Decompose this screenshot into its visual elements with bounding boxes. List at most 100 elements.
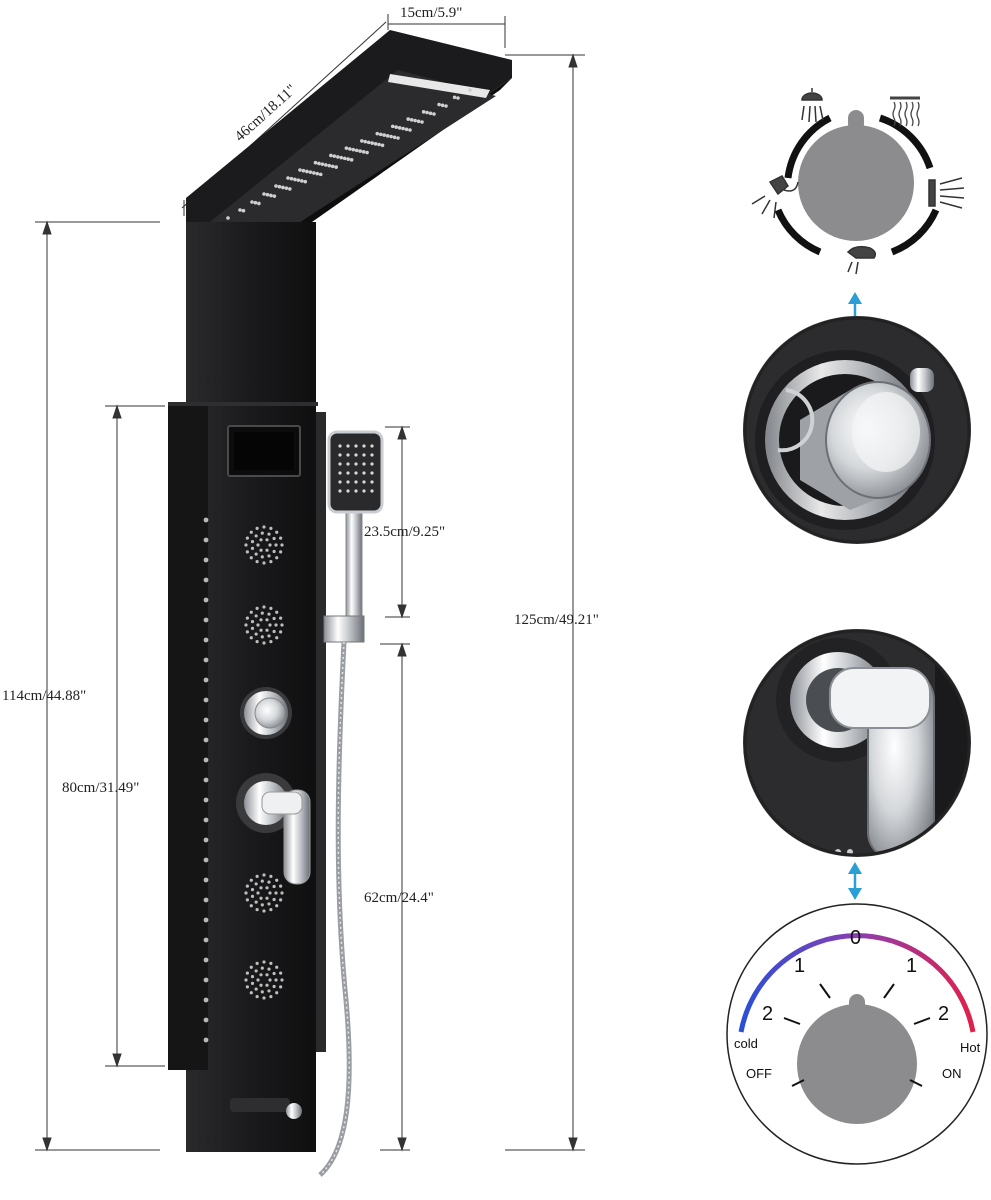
nozzle-dot — [265, 973, 269, 977]
nozzle-dot — [256, 623, 260, 627]
nozzle-dot — [370, 444, 374, 448]
dimension-panel-height: 114cm/44.88" — [2, 688, 86, 704]
nozzle-dot — [363, 139, 368, 144]
nozzle-dot — [346, 489, 350, 493]
nozzle-dot — [338, 453, 342, 457]
nozzle-dot — [406, 117, 410, 121]
nozzle-dot — [348, 147, 352, 151]
nozzle-dot — [269, 961, 273, 965]
nozzle-dot — [370, 480, 374, 484]
nozzle-dot — [260, 555, 264, 559]
dial-label-right-one: 1 — [906, 955, 917, 977]
nozzle-dot — [289, 176, 294, 181]
nozzle-dot — [249, 530, 253, 534]
nozzle-dot — [238, 208, 242, 212]
nozzle-dot — [260, 611, 264, 615]
nozzle-dot — [365, 150, 369, 155]
nozzle-dot — [279, 898, 283, 902]
nozzle-dot — [262, 561, 266, 565]
nozzle-dot — [378, 132, 383, 137]
nozzle-dot — [274, 978, 278, 982]
nozzle-dot — [293, 177, 297, 182]
nozzle-dot — [362, 480, 366, 484]
nozzle-dot — [269, 874, 273, 878]
nozzle-dot — [390, 124, 395, 129]
nozzle-dot — [275, 965, 279, 969]
nozzle-dot — [262, 192, 266, 196]
nozzle-dot — [432, 112, 436, 116]
nozzle-dot — [269, 526, 273, 530]
nozzle-dot — [346, 453, 350, 457]
nozzle-dot — [265, 886, 269, 890]
nozzle-dot — [275, 556, 279, 560]
nozzle-dot — [254, 534, 258, 538]
nozzle-dot — [259, 628, 263, 632]
nozzle-dot — [272, 629, 276, 634]
nozzle-dot — [259, 886, 263, 890]
nozzle-dot — [354, 453, 358, 457]
nozzle-dot — [346, 444, 350, 448]
nozzle-dot — [279, 630, 283, 634]
nozzle-dot — [444, 104, 448, 108]
nozzle-dot — [280, 978, 284, 982]
nozzle-dot — [250, 200, 254, 204]
nozzle-dot — [259, 896, 263, 900]
nozzle-dot — [425, 110, 429, 115]
nozzle-dot — [249, 610, 253, 614]
nozzle-dot — [255, 995, 259, 999]
nozzle-dot — [254, 969, 258, 973]
nozzle-dot — [362, 444, 366, 448]
nozzle-dot — [272, 549, 276, 554]
diverter-function-dial — [751, 88, 965, 275]
body-jet-icon — [928, 177, 965, 209]
nozzle-dot — [260, 990, 264, 994]
nozzle-dot — [203, 1017, 209, 1023]
shower-panel — [168, 30, 512, 1177]
nozzle-dot — [397, 126, 402, 130]
nozzle-dot — [318, 172, 323, 177]
nozzle-dot — [317, 161, 321, 166]
nozzle-dot — [346, 462, 350, 466]
nozzle-dot — [324, 163, 328, 167]
nozzle-dot — [267, 902, 271, 906]
nozzle-dot — [265, 618, 269, 622]
nozzle-dot — [362, 489, 366, 493]
nozzle-dot — [203, 557, 209, 563]
nozzle-dot — [362, 462, 366, 466]
nozzle-dot — [203, 937, 209, 943]
diverter-knob[interactable] — [240, 687, 292, 739]
nozzle-dot — [351, 147, 356, 152]
nozzle-dot — [279, 550, 283, 554]
nozzle-dot — [203, 657, 209, 663]
nozzle-dot — [254, 882, 258, 886]
nozzle-dot — [452, 95, 457, 100]
nozzle-dot — [275, 991, 279, 995]
nozzle-dot — [255, 961, 259, 965]
nozzle-dot — [203, 697, 209, 703]
nozzle-dot — [245, 536, 249, 540]
nozzle-dot — [260, 879, 264, 883]
nozzle-dot — [250, 546, 255, 550]
nozzle-dot — [268, 891, 272, 895]
nozzle-dot — [308, 170, 313, 174]
nozzle-dot — [354, 480, 358, 484]
nozzle-dot — [279, 536, 283, 540]
hand-shower[interactable] — [323, 430, 384, 643]
dial-label-left-one: 1 — [794, 955, 805, 977]
nozzle-dot — [256, 891, 260, 895]
nozzle-dot — [267, 967, 271, 971]
nozzle-dot — [420, 120, 424, 124]
nozzle-dot — [327, 163, 332, 168]
nozzle-dot — [366, 140, 371, 145]
nozzle-dot — [305, 169, 309, 174]
nozzle-dot — [203, 817, 209, 823]
nozzle-dot — [203, 897, 209, 903]
dial-label-off: OFF — [746, 1066, 772, 1081]
nozzle-dot — [203, 997, 209, 1003]
nozzle-dot — [272, 897, 276, 902]
nozzle-dot — [370, 141, 374, 145]
nozzle-dot — [262, 525, 266, 529]
mixer-lever[interactable] — [236, 773, 311, 885]
nozzle-dot — [269, 908, 273, 912]
nozzle-dot — [358, 149, 362, 153]
